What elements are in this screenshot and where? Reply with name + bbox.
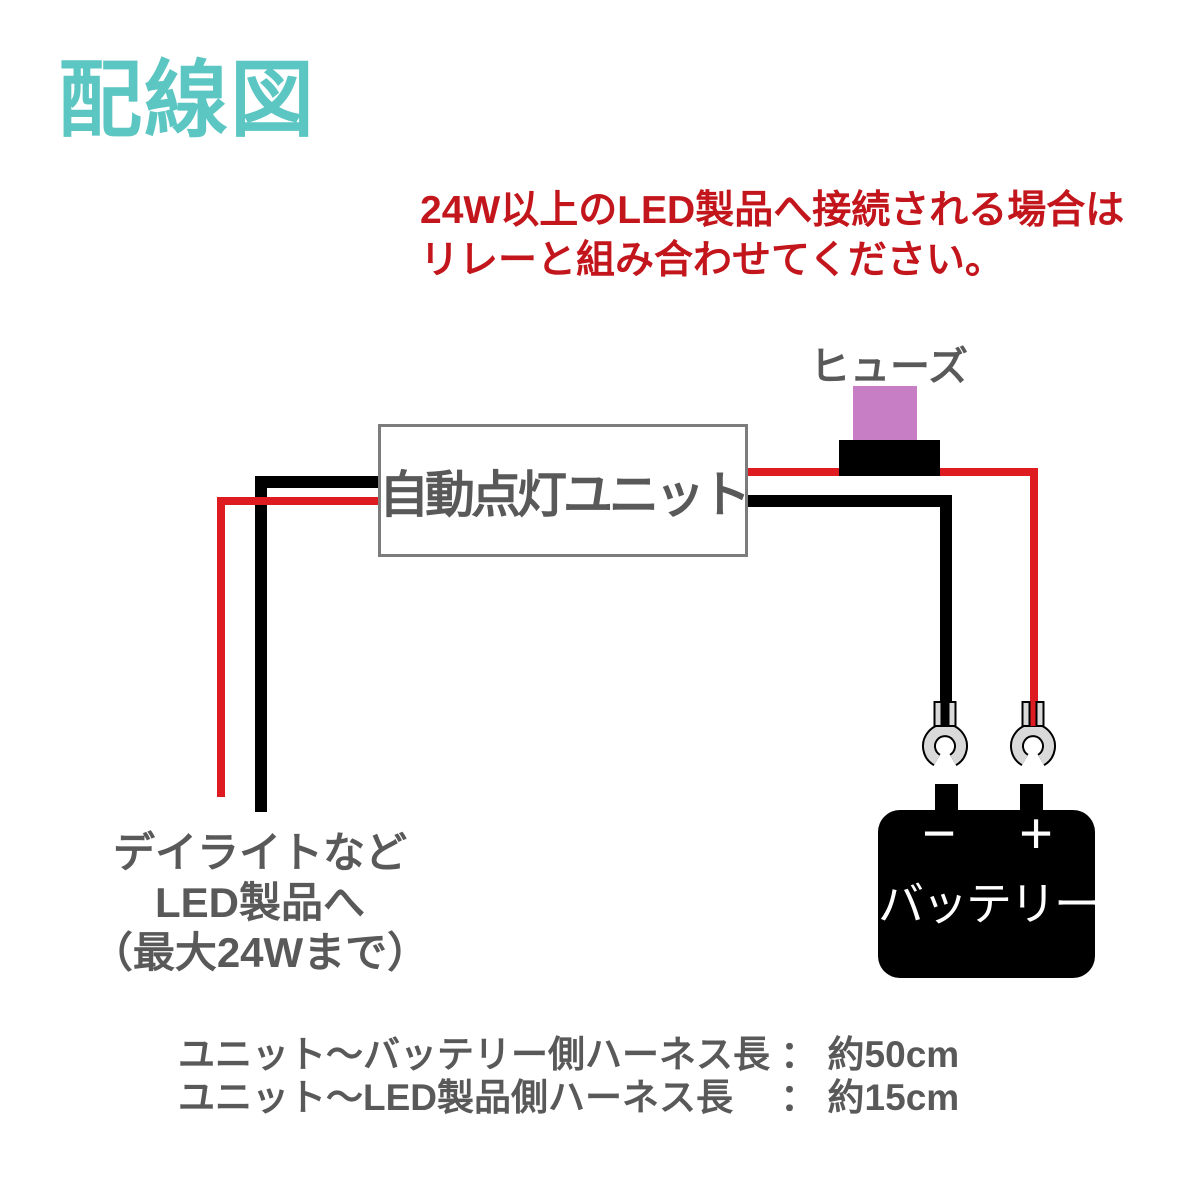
- battery-plus-symbol: +: [1019, 801, 1053, 866]
- fuse-icon: [853, 386, 917, 443]
- harness-length-notes: ユニット～バッテリー側ハーネス長 ： 約50cm ユニット～LED製品側ハーネス…: [178, 1033, 959, 1119]
- wire-led-black-vertical: [255, 476, 267, 812]
- wire-battery-black-horizontal: [745, 495, 952, 507]
- battery-box: − + バッテリー: [878, 805, 1100, 978]
- wire-battery-red-vertical: [1030, 468, 1038, 707]
- wire-battery-black-vertical: [940, 495, 952, 707]
- page-title: 配線図: [58, 53, 317, 147]
- auto-light-unit-box: 自動点灯ユニット: [378, 424, 751, 557]
- battery-label: バッテリー: [878, 878, 1100, 930]
- led-output-line-2: LED製品へ: [154, 879, 365, 926]
- warning-line-2: リレーと組み合わせてください。: [420, 239, 1004, 282]
- battery-terminal-positive: [1020, 784, 1043, 812]
- harness-note-battery-side: ユニット～バッテリー側ハーネス長 ： 約50cm: [178, 1034, 960, 1075]
- battery-minus-symbol: −: [922, 801, 956, 866]
- warning-note: 24W以上のLED製品へ接続される場合は リレーと組み合わせてください。: [420, 186, 1124, 286]
- led-output-line-1: デイライトなど: [112, 829, 407, 876]
- led-output-line-3: （最大24Wまで）: [90, 929, 430, 976]
- led-output-note: デイライトなど LED製品へ （最大24Wまで）: [60, 828, 460, 978]
- wire-led-red-vertical: [217, 497, 225, 797]
- wire-led-black-horizontal: [255, 476, 381, 488]
- ring-terminal-positive-icon: [1010, 701, 1056, 767]
- battery-terminal-negative: [935, 784, 958, 812]
- ring-terminal-negative-icon: [922, 701, 968, 767]
- fuse-holder-icon: [839, 440, 940, 476]
- harness-note-led-side: ユニット～LED製品側ハーネス長 ： 約15cm: [178, 1077, 960, 1118]
- warning-line-1: 24W以上のLED製品へ接続される場合は: [420, 189, 1125, 232]
- wire-led-red-horizontal: [217, 497, 381, 505]
- fuse-label: ヒューズ: [810, 345, 968, 389]
- auto-light-unit-label: 自動点灯ユニット: [379, 466, 751, 523]
